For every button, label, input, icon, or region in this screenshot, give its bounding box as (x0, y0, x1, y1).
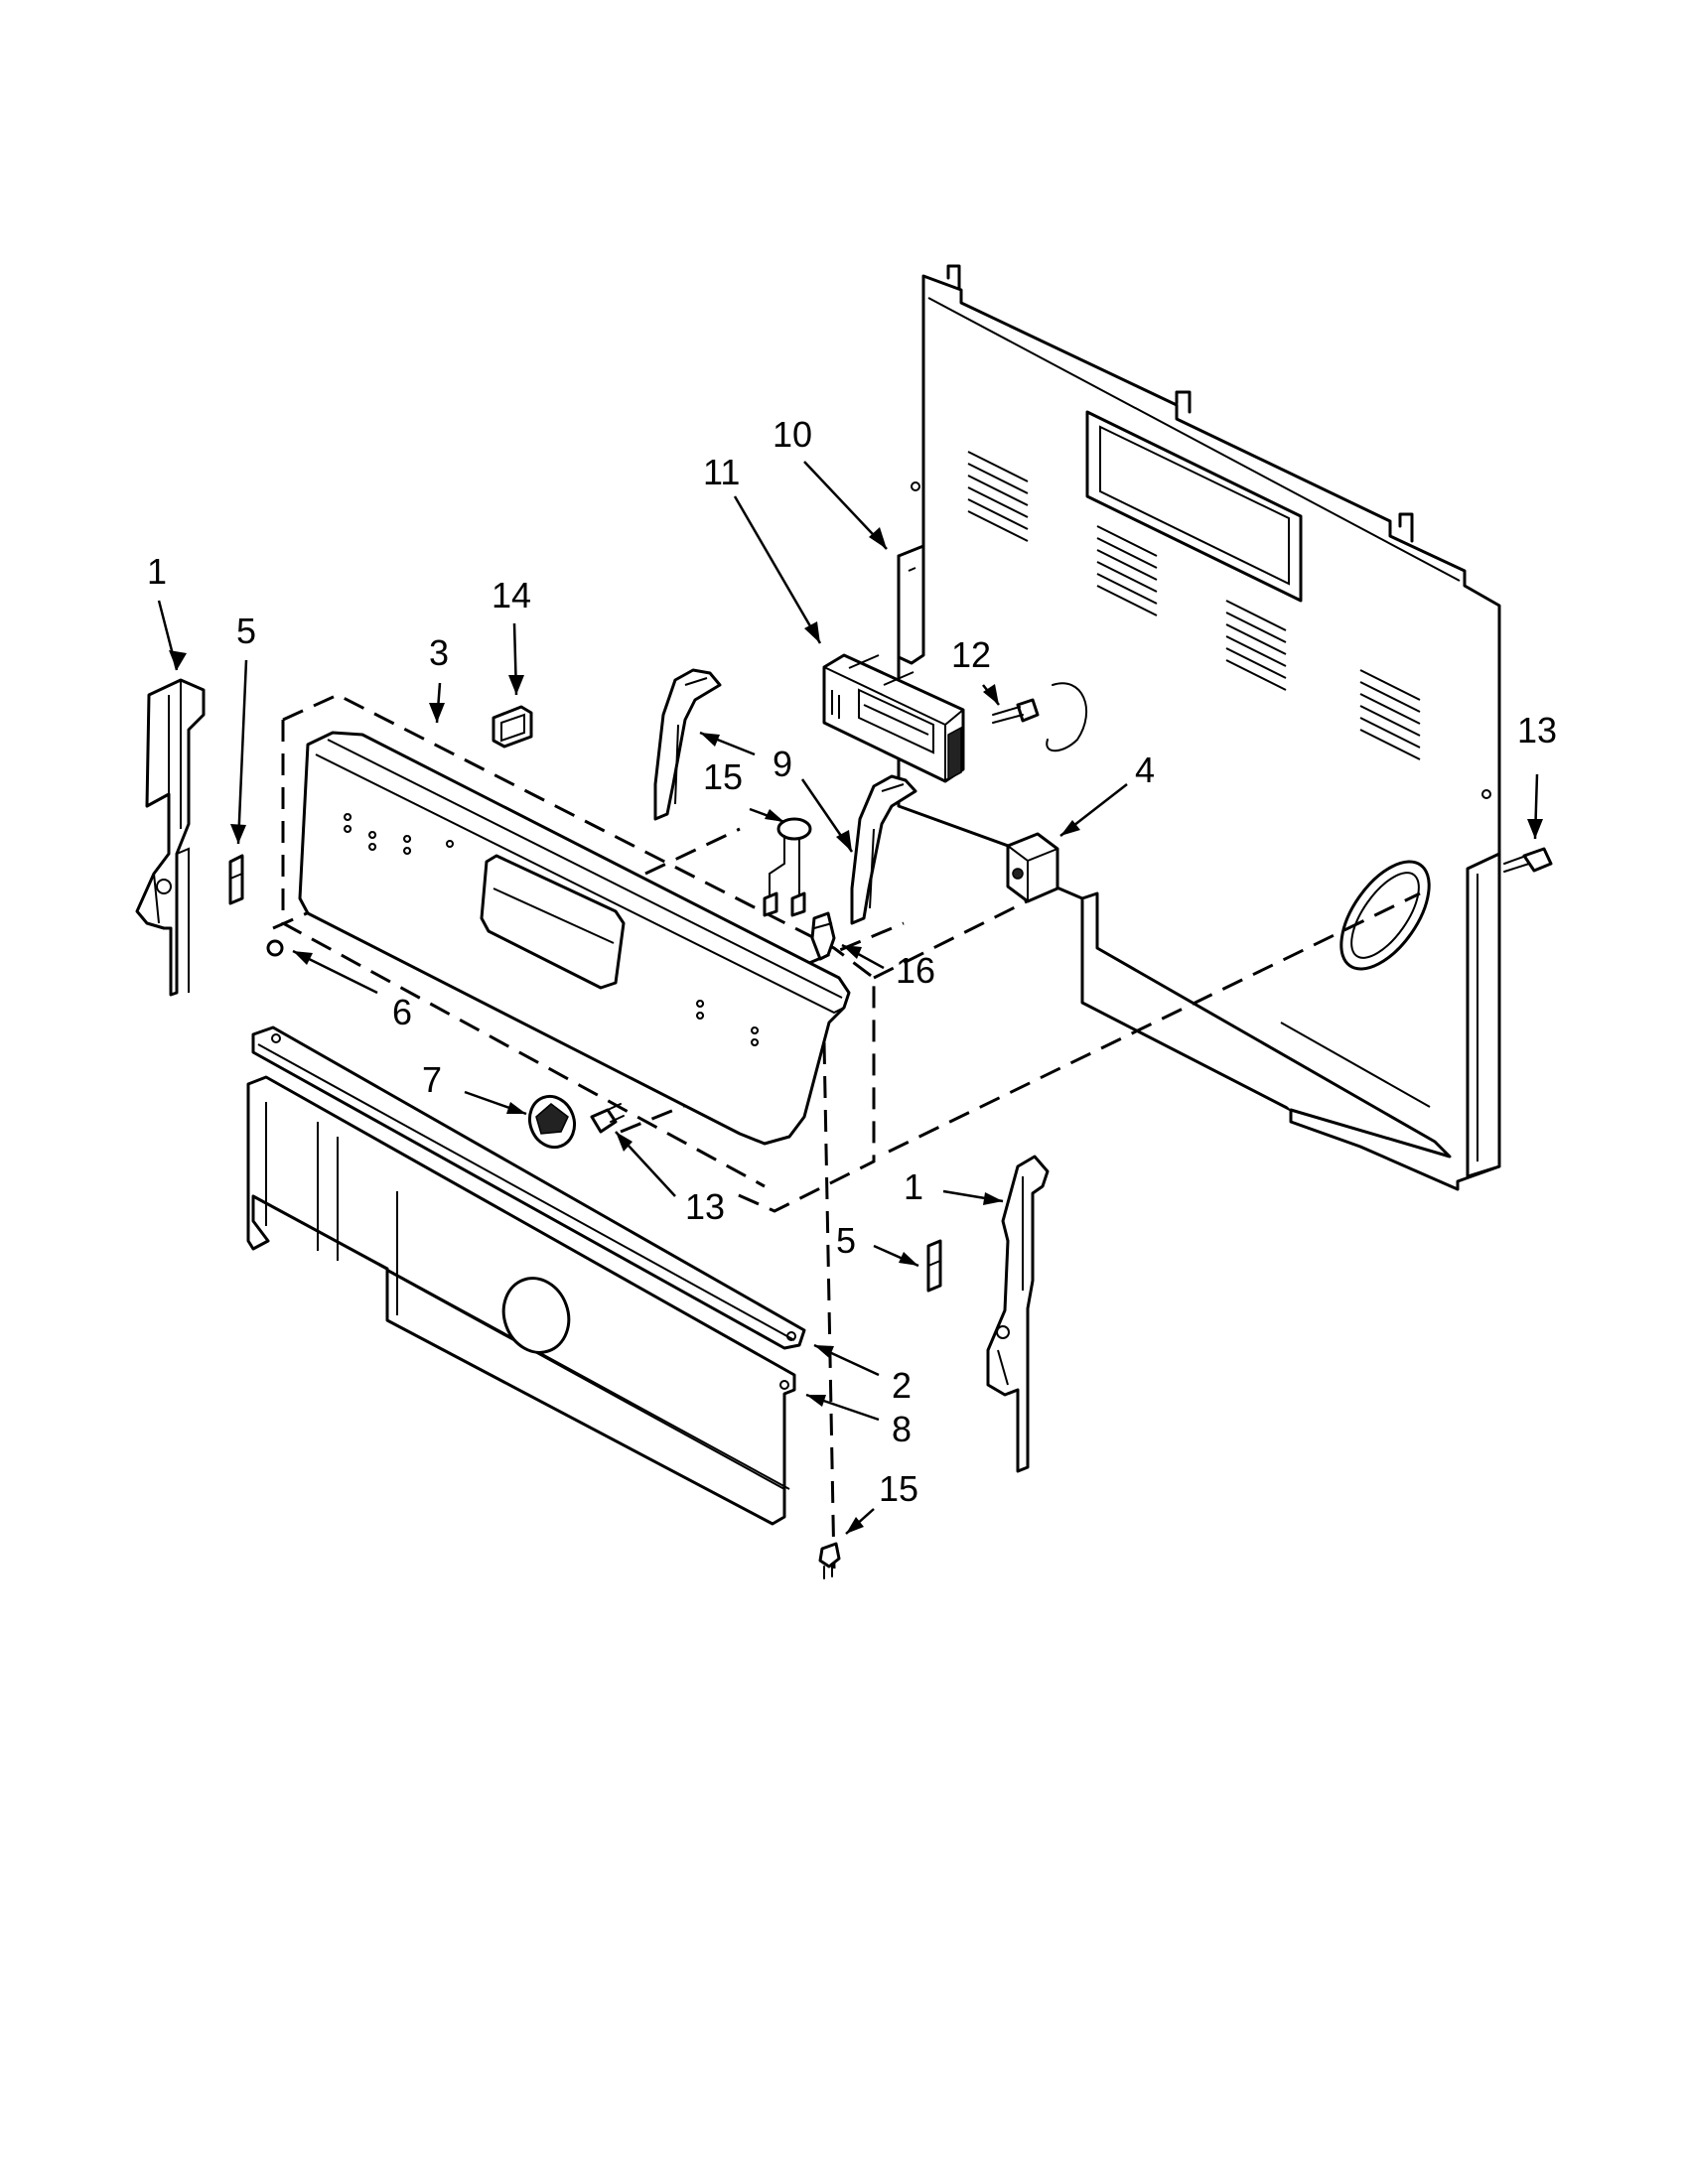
vent-louvers-3 (1225, 600, 1287, 691)
terminal-block-4 (1006, 832, 1059, 903)
end-cap-9b (850, 774, 917, 925)
clip-right (926, 1239, 942, 1293)
callout-13-right: 13 (1517, 710, 1557, 751)
callout-7: 7 (422, 1059, 442, 1100)
callout-2: 2 (892, 1365, 912, 1406)
mounting-bracket-10 (897, 544, 925, 665)
callout-6: 6 (392, 992, 412, 1032)
callout-9: 9 (773, 744, 792, 784)
end-cap-9a (653, 668, 722, 821)
callout-labels: 1 5 3 14 10 11 12 9 15 4 13 16 6 7 13 1 … (147, 414, 1557, 1509)
vent-louvers-1 (967, 451, 1029, 542)
screw-13-right (1503, 847, 1553, 873)
electronic-control-11 (822, 653, 965, 783)
screw-13-center (590, 1103, 625, 1134)
rear-panel (897, 264, 1501, 1191)
mounting-clip-14 (492, 705, 533, 749)
gasket-ring (1046, 682, 1087, 752)
callout-10: 10 (773, 414, 812, 455)
callout-4: 4 (1135, 750, 1155, 790)
side-trim-right (986, 1155, 1050, 1473)
vent-louvers-4 (1359, 669, 1421, 760)
callout-15-upper: 15 (703, 756, 743, 797)
callout-5-right: 5 (836, 1220, 856, 1261)
screw-6 (266, 939, 284, 957)
knob-7 (527, 1094, 577, 1150)
oval-cutout (1339, 860, 1431, 971)
manifold-panel-8 (246, 1075, 796, 1526)
vent-louvers-2 (1096, 525, 1158, 616)
screw-15-bottom (818, 1542, 841, 1579)
callout-16: 16 (896, 950, 935, 991)
control-panel (298, 731, 851, 1146)
callout-13-center: 13 (685, 1186, 725, 1227)
callout-3: 3 (429, 632, 449, 673)
callout-12: 12 (951, 634, 991, 675)
clip-left (228, 854, 244, 905)
callout-11: 11 (703, 452, 740, 492)
wire-harness-15 (763, 817, 812, 917)
lower-trim-2 (251, 1025, 806, 1350)
connector-16 (810, 911, 836, 961)
callout-5-left: 5 (236, 611, 256, 651)
side-trim-left (135, 678, 206, 997)
leader-arrowheads (169, 527, 1543, 1534)
screw-12 (992, 698, 1040, 724)
callout-1-right: 1 (904, 1166, 923, 1207)
callout-8: 8 (892, 1409, 912, 1449)
callout-1-left: 1 (147, 551, 167, 592)
callout-14: 14 (492, 575, 531, 615)
callout-15-bottom: 15 (879, 1468, 918, 1509)
